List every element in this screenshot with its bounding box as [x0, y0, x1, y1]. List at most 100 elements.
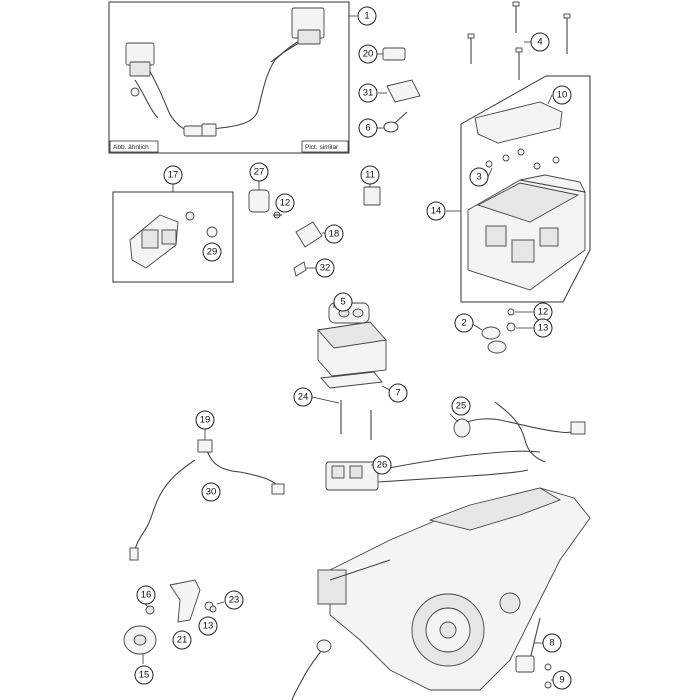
callout-17: 17: [163, 165, 183, 185]
svg-text:21: 21: [177, 635, 188, 646]
screw-washer-small: [506, 308, 533, 332]
sensor-bracket-frame: [112, 184, 234, 283]
callout-15: 15: [134, 665, 154, 685]
engine-crankcase: [317, 487, 591, 691]
svg-text:13: 13: [538, 323, 549, 334]
callout-5: 5: [333, 292, 353, 312]
callout-31: 31: [358, 83, 378, 103]
callouts: 1 20 31 6 4 10 3 14 17 27 11 12 29 18 32…: [134, 6, 572, 690]
callout-23: 23: [224, 590, 244, 610]
crank-sensor-part: [515, 617, 543, 673]
battery-part: [317, 321, 387, 377]
svg-text:18: 18: [329, 229, 340, 240]
wiring-harness-frame: Abb. ähnlich Pict. similar: [108, 1, 357, 154]
cover-screws: [485, 148, 560, 178]
sensor-screws: [544, 663, 553, 689]
svg-text:30: 30: [206, 487, 217, 498]
svg-text:14: 14: [431, 206, 442, 217]
callout-16: 16: [136, 585, 156, 605]
sensor-bracket: [129, 214, 179, 269]
battery-pad-part: [320, 371, 391, 391]
svg-text:7: 7: [395, 388, 400, 399]
rubber-mount-part: [248, 181, 282, 219]
svg-text:6: 6: [365, 123, 370, 134]
svg-text:1: 1: [364, 11, 369, 22]
callout-13-b: 13: [198, 616, 218, 636]
svg-text:8: 8: [549, 638, 554, 649]
svg-text:20: 20: [363, 49, 374, 60]
relay-clip-part: [377, 47, 406, 61]
svg-text:9: 9: [559, 675, 564, 686]
callout-14: 14: [426, 201, 446, 221]
svg-text:11: 11: [365, 170, 375, 181]
svg-text:31: 31: [363, 88, 374, 99]
callout-6: 6: [358, 118, 378, 138]
callout-7: 7: [388, 383, 408, 403]
horn-washer-nut: [204, 601, 225, 613]
callout-1: 1: [357, 6, 377, 26]
svg-text:32: 32: [320, 263, 331, 274]
relay-part: [295, 221, 326, 248]
svg-text:15: 15: [139, 670, 150, 681]
svg-text:24: 24: [298, 392, 309, 403]
control-unit-cover: [474, 94, 563, 144]
callout-24: 24: [293, 387, 313, 407]
main-wiring-harness: [125, 7, 325, 137]
callout-27: 27: [249, 162, 269, 182]
svg-text:17: 17: [168, 170, 179, 181]
callout-4: 4: [530, 32, 550, 52]
callout-12-b: 12: [533, 302, 553, 322]
callout-19: 19: [195, 410, 215, 430]
bolts-part: [467, 1, 571, 80]
svg-text:26: 26: [377, 460, 388, 471]
secondary-harness: [449, 401, 586, 463]
horn-bracket: [144, 579, 201, 623]
callout-11: 11: [360, 165, 380, 185]
callout-29: 29: [202, 242, 222, 262]
callout-26: 26: [372, 455, 392, 475]
svg-text:4: 4: [537, 37, 542, 48]
callout-21: 21: [172, 630, 192, 650]
svg-text:29: 29: [207, 247, 218, 258]
callout-12-a: 12: [275, 193, 295, 213]
callout-8: 8: [542, 633, 562, 653]
callout-10: 10: [552, 85, 572, 105]
svg-text:5: 5: [340, 297, 345, 308]
svg-text:27: 27: [254, 167, 265, 178]
engine-cable: [291, 639, 332, 700]
svg-text:16: 16: [141, 590, 152, 601]
svg-text:23: 23: [229, 595, 240, 606]
callout-30: 30: [201, 482, 221, 502]
svg-text:12: 12: [538, 307, 549, 318]
callout-2: 2: [454, 313, 474, 333]
bracket-nuts: [185, 211, 218, 238]
control-unit-frame: [446, 75, 591, 303]
callout-9: 9: [552, 670, 572, 690]
inset-label-english: Pict. similar: [305, 144, 339, 151]
inset-label-german: Abb. ähnlich: [113, 144, 149, 151]
battery-bolts: [311, 396, 372, 440]
battery-cable-harness: [325, 450, 541, 491]
svg-text:2: 2: [461, 318, 466, 329]
callout-25: 25: [451, 396, 471, 416]
svg-text:12: 12: [280, 198, 291, 209]
svg-text:3: 3: [476, 172, 481, 183]
control-unit-body: [467, 174, 586, 291]
svg-text:13: 13: [203, 621, 214, 632]
svg-text:10: 10: [557, 90, 568, 101]
connector-part: [363, 183, 381, 206]
svg-text:19: 19: [200, 415, 211, 426]
callout-32: 32: [315, 258, 335, 278]
callout-20: 20: [358, 44, 378, 64]
relay-clip: [293, 261, 316, 277]
horn-part: [123, 625, 157, 664]
callout-18: 18: [324, 224, 344, 244]
callout-13-a: 13: [533, 318, 553, 338]
callout-3: 3: [469, 167, 489, 187]
svg-text:25: 25: [456, 401, 467, 412]
fuse-block-part: [378, 79, 421, 103]
cable-tie-part: [377, 111, 408, 133]
sensor-harness: [129, 429, 285, 561]
grommets-part: [470, 322, 507, 354]
